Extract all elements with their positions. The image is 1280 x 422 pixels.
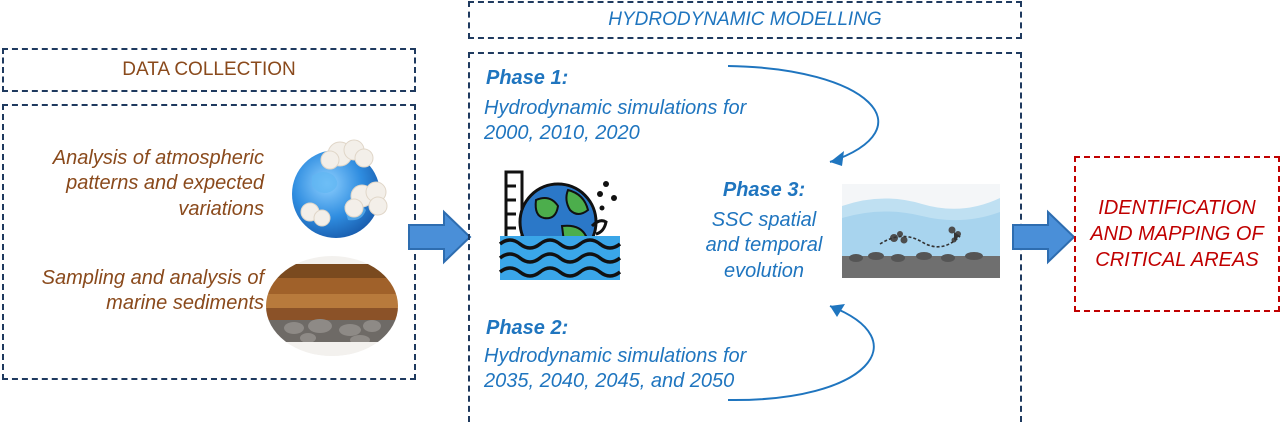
hydrodynamic-modelling-header: HYDRODYNAMIC MODELLING xyxy=(468,1,1022,39)
critical-areas-box: IDENTIFICATION AND MAPPING OF CRITICAL A… xyxy=(1074,156,1280,312)
phase2-to-phase3-arrow xyxy=(727,304,875,402)
flow-arrow-right-1 xyxy=(408,209,472,265)
atmospheric-analysis-text: Analysis of atmospheric patterns and exp… xyxy=(52,147,264,220)
hydrodynamic-modelling-header-label: HYDRODYNAMIC MODELLING xyxy=(608,9,882,30)
phase1-text: Hydrodynamic simulations for 2000, 2010,… xyxy=(484,97,747,145)
globe-clouds-icon xyxy=(292,139,388,238)
data-collection-header-label: DATA COLLECTION xyxy=(122,59,296,80)
phase1-title: Phase 1: xyxy=(486,67,569,89)
sediment-sampling-text: Sampling and analysis of marine sediment… xyxy=(41,267,264,315)
phase2-text: Hydrodynamic simulations for 2035, 2040,… xyxy=(484,345,747,393)
phase3-text: SSC spatial and temporal evolution xyxy=(705,209,823,282)
phase2-title: Phase 2: xyxy=(486,317,569,339)
globe-water-gauge-icon xyxy=(498,170,622,280)
phase3-title: Phase 3: xyxy=(722,179,806,201)
phase1-to-phase3-arrow xyxy=(727,65,880,166)
data-collection-header: DATA COLLECTION xyxy=(2,48,416,92)
sediment-layers-icon xyxy=(266,256,398,356)
flow-arrow-right-2 xyxy=(1012,209,1076,265)
sediment-transport-icon xyxy=(842,184,1000,278)
critical-areas-text: IDENTIFICATION AND MAPPING OF CRITICAL A… xyxy=(1090,197,1264,271)
